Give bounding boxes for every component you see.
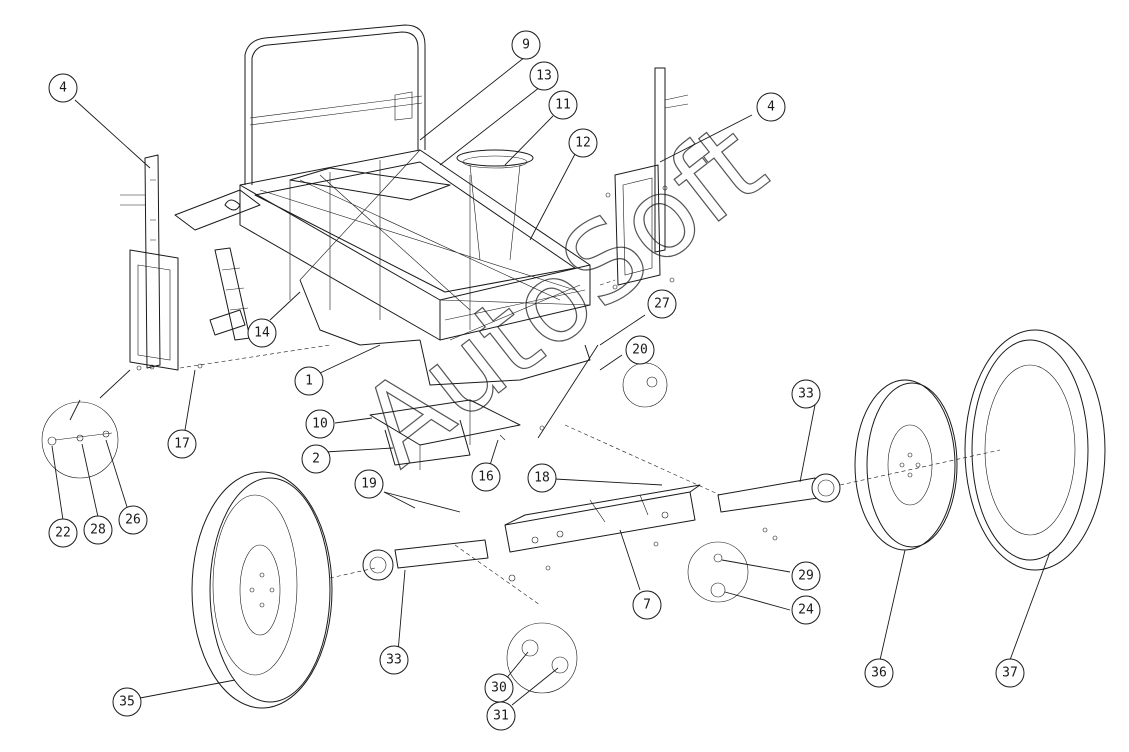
leader-lines <box>51 56 1051 706</box>
callout-37: 37 <box>995 658 1025 688</box>
svg-text:12: 12 <box>575 136 591 151</box>
callout-29: 29 <box>791 561 821 591</box>
svg-text:30: 30 <box>491 681 507 696</box>
svg-text:33: 33 <box>386 653 402 668</box>
callout-24: 24 <box>791 595 821 625</box>
svg-text:22: 22 <box>55 526 71 541</box>
svg-text:31: 31 <box>493 709 509 724</box>
svg-text:10: 10 <box>312 417 328 432</box>
right-side-frame <box>614 67 689 286</box>
callout-33-left: 33 <box>379 645 409 675</box>
svg-text:35: 35 <box>119 695 135 710</box>
callout-9: 9 <box>511 30 541 60</box>
callout-14: 14 <box>247 318 277 348</box>
center-axle-beam <box>504 484 701 553</box>
axle-spindle-right <box>717 473 841 513</box>
svg-text:36: 36 <box>871 666 887 681</box>
callout-27: 27 <box>647 289 677 319</box>
svg-text:2: 2 <box>312 452 320 467</box>
callout-19: 19 <box>354 469 384 499</box>
hopper-ring <box>456 149 534 261</box>
callout-18: 18 <box>527 463 557 493</box>
left-wheel <box>191 471 333 709</box>
callout-4-right: 4 <box>756 92 786 122</box>
svg-text:19: 19 <box>361 477 377 492</box>
callout-12: 12 <box>568 128 598 158</box>
callout-11: 11 <box>548 90 578 120</box>
callout-13: 13 <box>529 61 559 91</box>
svg-text:33: 33 <box>798 387 814 402</box>
svg-text:18: 18 <box>534 471 550 486</box>
detail-nut-center <box>506 622 578 694</box>
svg-text:11: 11 <box>555 98 571 113</box>
right-tyre <box>964 329 1106 571</box>
svg-text:9: 9 <box>522 38 530 53</box>
svg-text:4: 4 <box>59 81 67 96</box>
callout-33-right: 33 <box>791 379 821 409</box>
svg-text:13: 13 <box>536 69 552 84</box>
hardware-dots <box>136 185 778 582</box>
callout-16: 16 <box>471 462 501 492</box>
callout-4-left: 4 <box>48 73 78 103</box>
main-frame <box>239 149 591 386</box>
svg-text:4: 4 <box>767 100 775 115</box>
callout-36: 36 <box>864 658 894 688</box>
callout-28: 28 <box>83 515 113 545</box>
left-side-frame <box>120 154 179 371</box>
svg-text:27: 27 <box>654 297 670 312</box>
axle-spindle-left <box>362 539 489 581</box>
callout-31: 31 <box>486 701 516 731</box>
svg-text:26: 26 <box>125 513 141 528</box>
callout-35: 35 <box>112 687 142 717</box>
callout-26: 26 <box>118 505 148 535</box>
svg-text:20: 20 <box>632 343 648 358</box>
detail-nut-right <box>687 541 749 603</box>
svg-text:24: 24 <box>798 603 814 618</box>
detail-nut-top <box>622 362 668 408</box>
callout-2: 2 <box>301 444 331 474</box>
assembly-lines <box>179 279 1001 606</box>
callout-22: 22 <box>48 518 78 548</box>
callout-20: 20 <box>625 335 655 365</box>
svg-text:17: 17 <box>174 437 190 452</box>
svg-text:14: 14 <box>254 326 270 341</box>
svg-text:37: 37 <box>1002 666 1018 681</box>
svg-text:28: 28 <box>90 523 106 538</box>
hitch-ladder <box>174 189 261 341</box>
callout-7: 7 <box>632 590 662 620</box>
svg-text:7: 7 <box>643 598 651 613</box>
callout-30: 30 <box>484 673 514 703</box>
callout-1: 1 <box>294 366 324 396</box>
detail-bolt-left <box>41 401 119 479</box>
callout-17: 17 <box>167 429 197 459</box>
axle-brackets <box>369 399 521 470</box>
svg-text:1: 1 <box>305 374 313 389</box>
svg-text:29: 29 <box>798 569 814 584</box>
svg-text:16: 16 <box>478 470 494 485</box>
right-rim <box>854 379 958 551</box>
callout-10: 10 <box>305 409 335 439</box>
seat-back-frame <box>244 24 426 185</box>
